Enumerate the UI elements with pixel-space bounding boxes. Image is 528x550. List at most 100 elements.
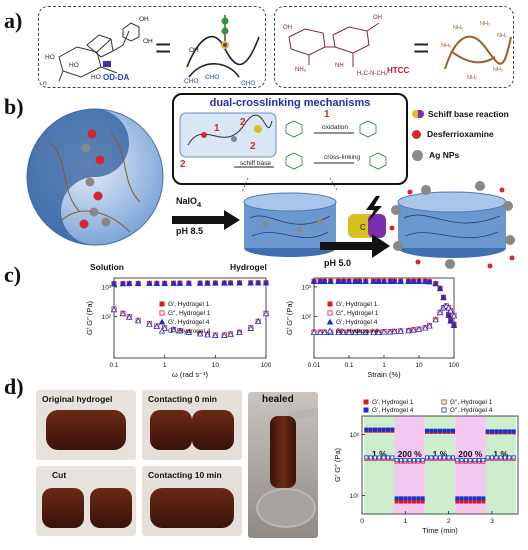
data-point [459, 458, 464, 463]
oxidation-step-label: oxidation [322, 124, 348, 131]
mechanism-num-2c: 2 [180, 159, 186, 170]
x-tick-label: 1 [163, 362, 167, 369]
y-axis-label: G′ G″ (Pa) [333, 447, 342, 482]
data-point [436, 285, 444, 292]
legend-label: G′, Hydrogel 4 [372, 407, 414, 414]
plot-frame [313, 277, 455, 359]
svg-text:OH: OH [283, 25, 292, 31]
mechanism-legend: Schiff base reaction Desferrioxamine Ag … [412, 104, 509, 166]
data-point [433, 428, 438, 433]
mechanism-num-2b: 2 [250, 141, 256, 152]
data-point [485, 455, 490, 460]
data-point [386, 427, 391, 432]
data-point [502, 429, 507, 434]
legend-label: G′, Hydrogel 1 [336, 301, 378, 308]
od-da-structure-drawing: HO HO HO OH OH n OD-DA = OH CHO CHO CHO [43, 15, 260, 87]
svg-text:NH₂: NH₂ [295, 67, 307, 73]
legend-label-schiff-base: Schiff base reaction [428, 109, 509, 119]
series-3 [310, 302, 458, 335]
data-point [227, 330, 234, 337]
data-point [421, 278, 429, 285]
data-point [134, 280, 142, 287]
chart-legend: G′, Hydrogel 1G″, Hydrogel 1G′, Hydrogel… [326, 301, 379, 335]
data-point [377, 455, 382, 460]
data-point [407, 458, 412, 463]
data-point [125, 313, 133, 320]
data-point [247, 279, 255, 286]
legend-label: G″, Hydrogel 4 [336, 328, 379, 335]
panel-label-b: b) [4, 94, 24, 119]
data-point [399, 496, 404, 501]
photo-original-hydrogel: Original hydrogel [36, 390, 136, 460]
data-point [362, 329, 369, 335]
data-point [363, 399, 369, 405]
legend-label-desferrioxamine: Desferrioxamine [427, 129, 494, 139]
ho-group-3: HO [91, 74, 101, 81]
svg-text:NH₂: NH₂ [497, 33, 507, 39]
data-point [254, 279, 262, 286]
data-point [321, 329, 328, 335]
data-point [441, 407, 447, 413]
schiff-base-step-label: schiff base [240, 160, 271, 167]
y-tick-label: 10² [102, 314, 112, 321]
data-point [391, 278, 398, 284]
data-point [327, 278, 334, 284]
data-point [502, 455, 507, 460]
x-tick-label: 10 [415, 362, 423, 369]
data-point [310, 329, 318, 335]
y-axis-label: G′ G″ (Pa) [285, 300, 294, 335]
data-point [335, 329, 342, 335]
svg-text:NH₂: NH₂ [493, 67, 503, 73]
legend-item-schiff-base: Schiff base reaction [412, 104, 509, 124]
data-point [386, 278, 394, 284]
data-point [373, 455, 378, 460]
series-2 [364, 427, 516, 501]
legend-label: G″, Hydrogel 1 [450, 399, 493, 406]
yin-yang-polymer-sphere [20, 102, 170, 257]
data-point [511, 429, 516, 434]
data-point [436, 309, 444, 316]
data-point [440, 294, 447, 301]
cho-label-3: CHO [241, 80, 255, 87]
x-tick-label: 1 [404, 518, 408, 525]
data-point [451, 455, 456, 460]
data-point [356, 278, 363, 284]
data-point [345, 329, 353, 335]
series-3 [364, 455, 516, 463]
panel-label-c: c) [4, 262, 22, 287]
svg-text:NH₂: NH₂ [467, 75, 477, 81]
ph50-label: pH 5.0 [324, 258, 352, 268]
data-point [185, 279, 193, 286]
data-point [212, 332, 219, 338]
x-tick-label: 100 [261, 362, 272, 369]
data-point [403, 496, 408, 501]
data-point [370, 278, 377, 284]
data-point [170, 279, 177, 286]
data-point [196, 279, 204, 286]
data-point [405, 278, 412, 284]
htcc-label: HTCC [387, 66, 409, 75]
data-point [412, 499, 417, 504]
data-point [196, 330, 204, 337]
data-point [176, 279, 184, 286]
data-point [391, 328, 398, 335]
data-point [220, 279, 228, 286]
data-point [386, 328, 394, 335]
y-tick-label: 10³ [302, 284, 312, 291]
data-point [326, 318, 334, 325]
x-axis-label: Time (min) [422, 526, 458, 535]
data-point [446, 455, 451, 460]
data-point [489, 429, 494, 434]
data-point [390, 455, 395, 460]
data-point [416, 499, 421, 504]
data-point [442, 428, 447, 433]
data-point [476, 496, 481, 501]
x-axis-label: ω (rad s⁻¹) [172, 370, 209, 379]
data-point [146, 320, 153, 327]
data-point [386, 455, 391, 460]
data-point [403, 499, 408, 504]
mechanism-num-1b: 1 [324, 109, 330, 120]
data-point [158, 327, 166, 334]
